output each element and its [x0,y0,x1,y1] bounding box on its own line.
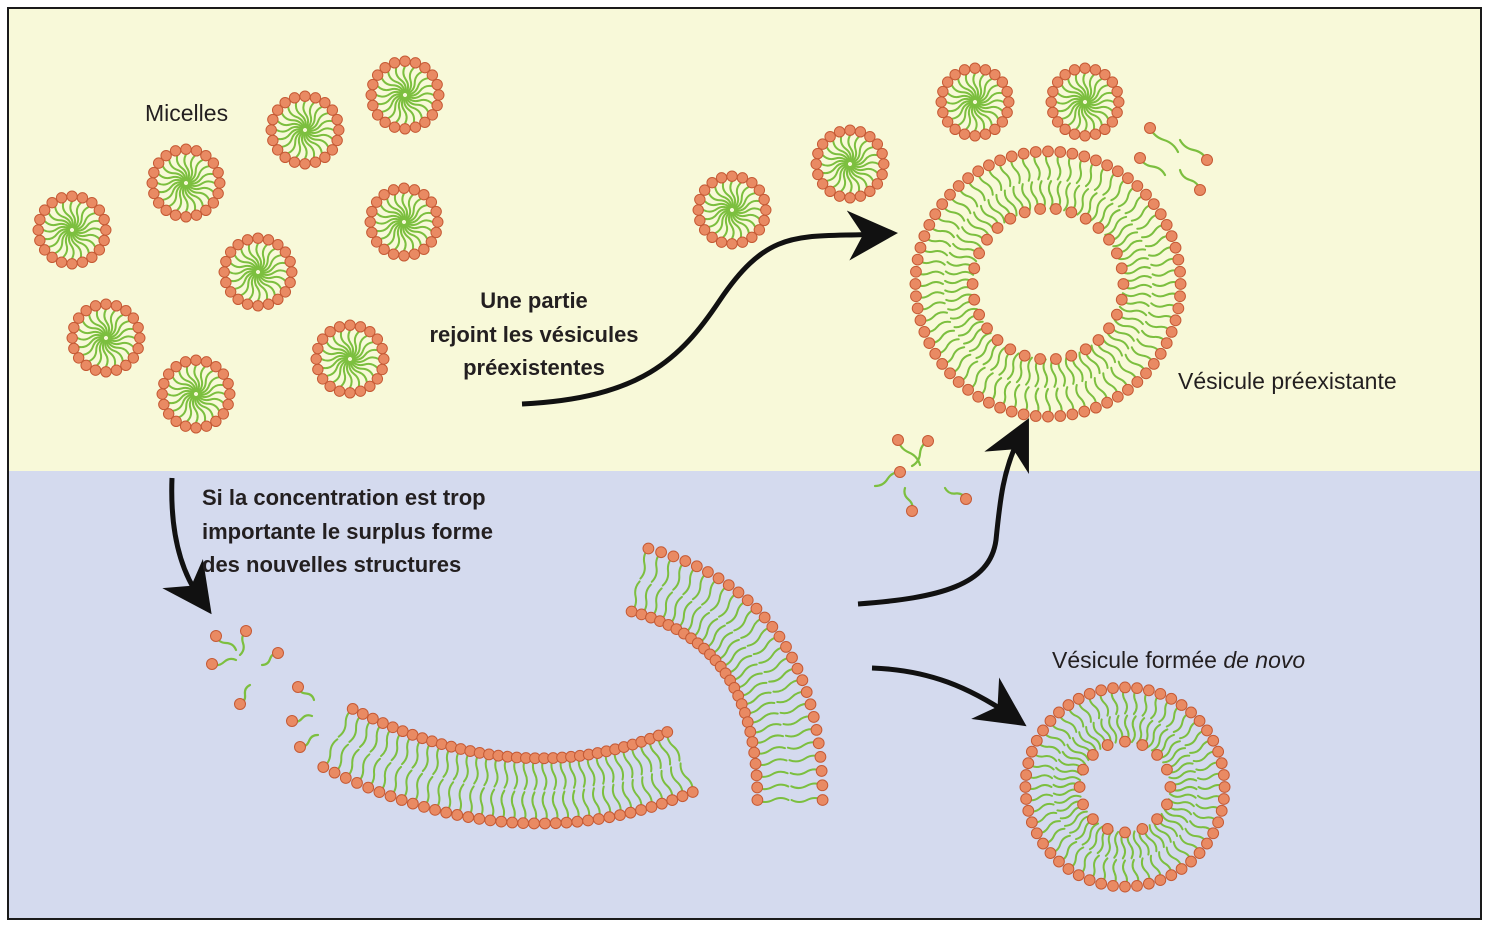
arrow-join-text-line1: Une partie [480,288,588,313]
arrow-join-text-line3: préexistentes [463,355,605,380]
de-novo-vesicle-label: Vésicule formée de novo [1052,647,1305,673]
arrow-join-text-line2: rejoint les vésicules [429,322,638,347]
de-novo-italic: de novo [1223,647,1305,673]
surplus-text-line2: importante le surplus forme [202,519,493,544]
surplus-text-line1: Si la concentration est trop [202,485,486,510]
surplus-text-line3: des nouvelles structures [202,552,461,577]
micelles-label: Micelles [145,100,228,126]
de-novo-prefix: Vésicule formée [1052,647,1223,673]
preexisting-vesicle-label: Vésicule préexistante [1178,368,1397,394]
